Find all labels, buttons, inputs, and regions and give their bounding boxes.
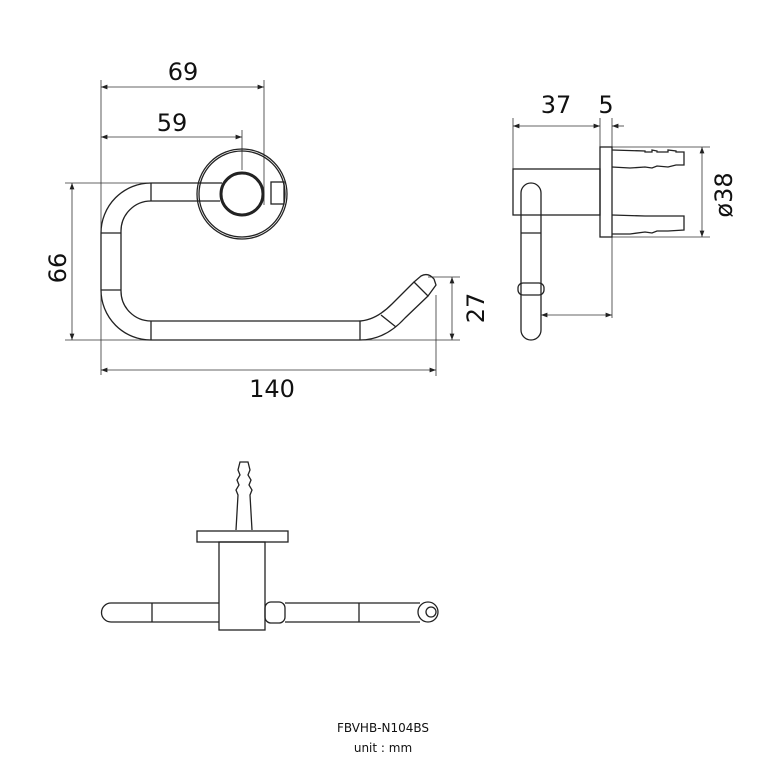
anchor xyxy=(235,461,253,531)
holder-arm xyxy=(100,148,437,341)
collar xyxy=(264,601,286,624)
dim-37: 37 xyxy=(541,91,572,119)
end-cap xyxy=(413,273,437,297)
dim-diameter-38: ø38 xyxy=(710,172,738,217)
wall-anchors xyxy=(611,149,685,235)
body xyxy=(512,168,601,216)
side-view: 37 5 ø38 xyxy=(512,91,738,341)
model-number: FBVHB-N104BS xyxy=(337,721,429,735)
loop-arm xyxy=(520,182,542,341)
end-cap xyxy=(417,601,439,623)
dim-140: 140 xyxy=(249,375,295,403)
unit-label: unit : mm xyxy=(354,741,412,755)
dim-27: 27 xyxy=(462,293,490,324)
bottom-view xyxy=(100,461,439,631)
post xyxy=(219,171,265,217)
dim-66: 66 xyxy=(44,253,72,284)
set-screw xyxy=(270,181,285,205)
dim-5: 5 xyxy=(598,91,613,119)
dim-69: 69 xyxy=(168,58,199,86)
body xyxy=(218,541,266,631)
wall-plate xyxy=(599,146,613,238)
plate xyxy=(196,530,289,543)
rosette xyxy=(196,148,288,240)
front-view: 69 59 66 27 140 xyxy=(44,58,490,403)
dim-59: 59 xyxy=(157,109,188,137)
dimension-lines xyxy=(65,80,460,376)
